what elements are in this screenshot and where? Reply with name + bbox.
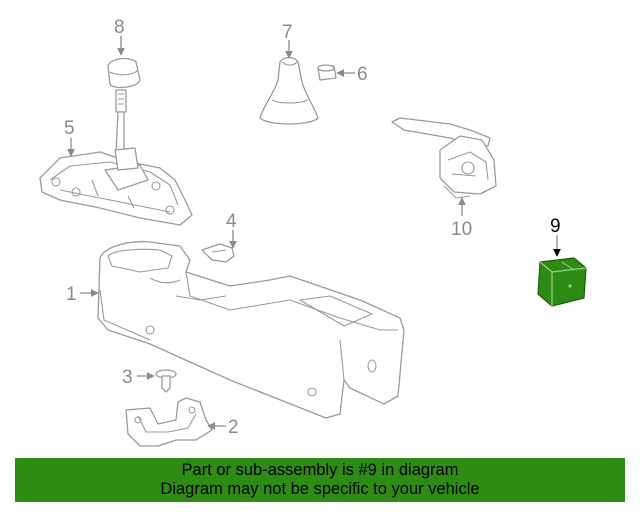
callout-7: 7: [282, 22, 293, 43]
callout-6: 6: [357, 64, 368, 85]
part-6-bushing: [317, 64, 337, 81]
banner-line-1: Part or sub-assembly is #9 in diagram: [181, 461, 459, 479]
part-1-center-console: [97, 240, 405, 419]
callout-5: 5: [64, 118, 75, 139]
part-5-shifter-base: [39, 147, 193, 226]
parts-diagram: 8 7 6 5 10 4 1 3 2 9: [39, 17, 587, 447]
callout-2: 2: [228, 417, 239, 438]
info-banner: Part or sub-assembly is #9 in diagram Di…: [15, 458, 625, 502]
part-2-mounting-bracket: [125, 397, 213, 447]
part-10-parking-brake-lever: [391, 117, 497, 199]
callout-1: 1: [66, 284, 77, 305]
callout-8: 8: [114, 17, 125, 38]
part-4-clip: [201, 243, 235, 263]
callout-4: 4: [226, 211, 237, 232]
callout-10: 10: [451, 219, 472, 240]
part-9-highlighted-bracket: [537, 257, 587, 307]
callout-9: 9: [550, 216, 561, 237]
callout-3: 3: [122, 367, 133, 388]
part-7-shift-boot: [259, 56, 319, 125]
part-3-push-pin: [155, 369, 177, 393]
banner-line-2: Diagram may not be specific to your vehi…: [160, 480, 480, 498]
